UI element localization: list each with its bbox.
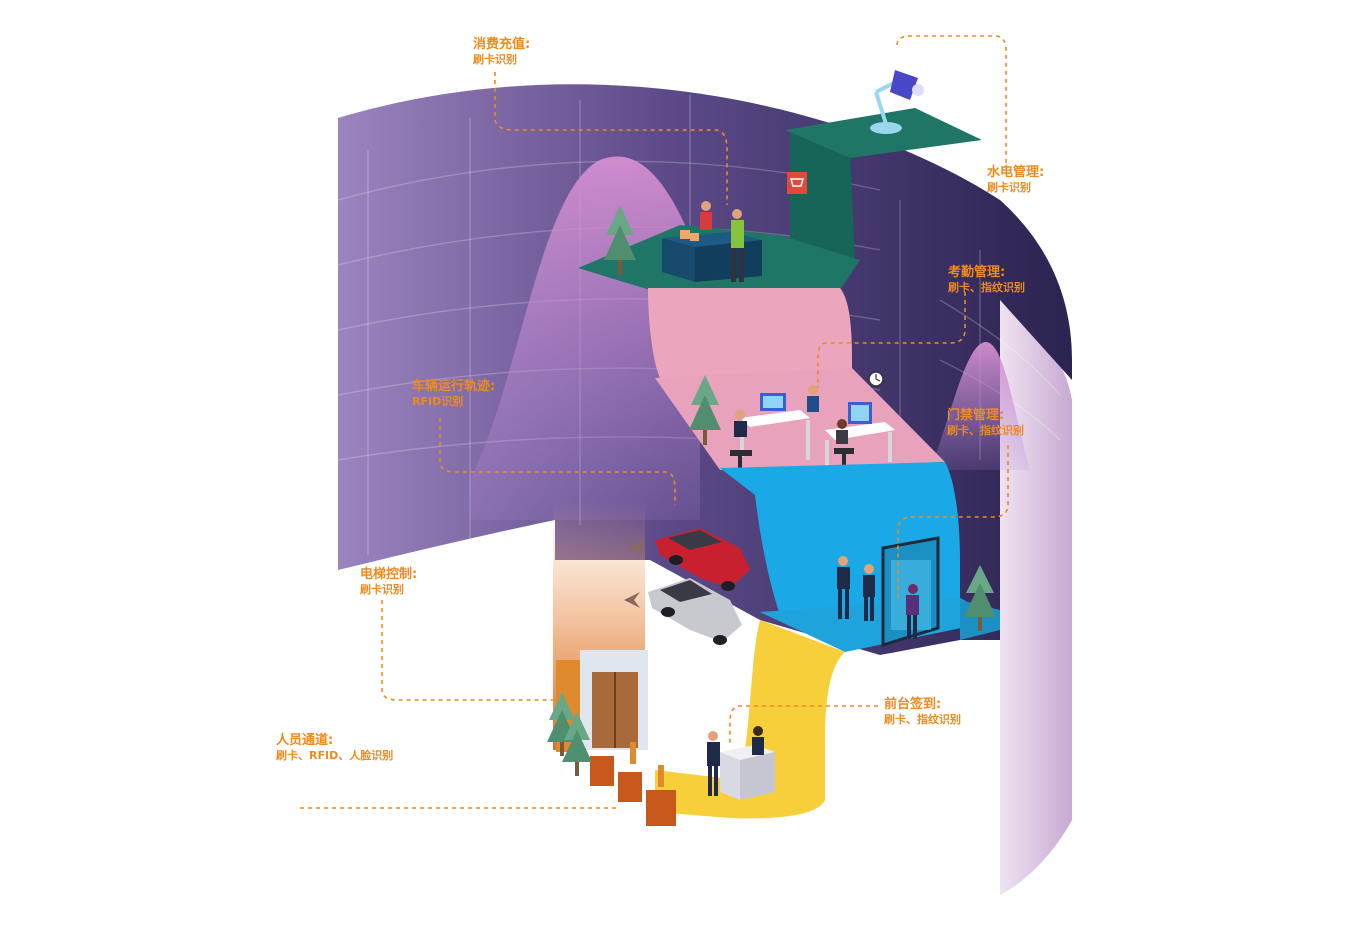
office-worker-right bbox=[834, 419, 854, 466]
label-consume: 消费充值: 刷卡识别 bbox=[473, 37, 530, 66]
trees bbox=[547, 205, 996, 776]
label-elevator-title: 电梯控制: bbox=[360, 567, 418, 582]
leader-lines bbox=[300, 35, 1009, 809]
label-utility-title: 水电管理: bbox=[987, 165, 1045, 180]
shopping-cart-icon bbox=[787, 172, 807, 194]
label-elevator: 电梯控制: 刷卡识别 bbox=[360, 567, 417, 596]
label-reception-title: 前台签到: bbox=[884, 697, 942, 712]
label-vehicle-title: 车辆运行轨迹: bbox=[412, 379, 496, 394]
business-people bbox=[837, 556, 919, 639]
label-utility-sub: 刷卡识别 bbox=[987, 180, 1031, 194]
parking-arrow-1 bbox=[630, 540, 645, 556]
label-elevator-sub: 刷卡识别 bbox=[360, 582, 404, 596]
label-consume-sub: 刷卡识别 bbox=[473, 52, 517, 66]
label-utility: 水电管理: 刷卡识别 bbox=[987, 165, 1044, 194]
office-worker-standing bbox=[807, 385, 819, 412]
label-door: 门禁管理: 刷卡、指纹识别 bbox=[947, 408, 1024, 437]
silver-car bbox=[648, 578, 742, 645]
turnstiles bbox=[590, 742, 676, 826]
reception-desk bbox=[720, 745, 775, 800]
blue-floor bbox=[760, 598, 1000, 652]
label-passage: 人员通道: 刷卡、RFID、人脸识别 bbox=[276, 733, 393, 762]
label-door-sub: 刷卡、指纹识别 bbox=[947, 423, 1024, 437]
office-desk-right bbox=[825, 402, 895, 466]
yellow-ribbon bbox=[655, 620, 845, 819]
wall-clock-icon bbox=[868, 371, 884, 387]
label-vehicle: 车辆运行轨迹: RFID识别 bbox=[412, 379, 495, 408]
label-reception-sub: 刷卡、指纹识别 bbox=[884, 712, 961, 726]
office-desk-left bbox=[740, 393, 810, 460]
back-panel bbox=[1000, 300, 1072, 895]
parking-arrow-2 bbox=[624, 592, 640, 608]
shop-counter bbox=[662, 230, 762, 282]
shop-customer bbox=[731, 209, 744, 282]
pink-ribbon-vertical bbox=[648, 288, 852, 378]
red-car bbox=[655, 528, 750, 591]
label-passage-title: 人员通道: bbox=[276, 733, 334, 748]
reception-staff bbox=[707, 726, 764, 796]
pink-hill-right bbox=[930, 341, 1030, 470]
label-attendance-title: 考勤管理: bbox=[948, 265, 1006, 280]
label-consume-title: 消费充值: bbox=[473, 37, 531, 52]
desk-lamp-icon bbox=[870, 70, 924, 134]
label-attendance-sub: 刷卡、指纹识别 bbox=[948, 280, 1025, 294]
label-vehicle-sub: RFID识别 bbox=[412, 394, 464, 408]
office-worker-left bbox=[730, 410, 752, 470]
shop-clerk bbox=[700, 201, 712, 230]
label-door-title: 门禁管理: bbox=[947, 408, 1005, 423]
label-reception: 前台签到: 刷卡、指纹识别 bbox=[884, 697, 961, 726]
label-attendance: 考勤管理: 刷卡、指纹识别 bbox=[948, 265, 1025, 294]
label-passage-sub: 刷卡、RFID、人脸识别 bbox=[276, 748, 394, 762]
